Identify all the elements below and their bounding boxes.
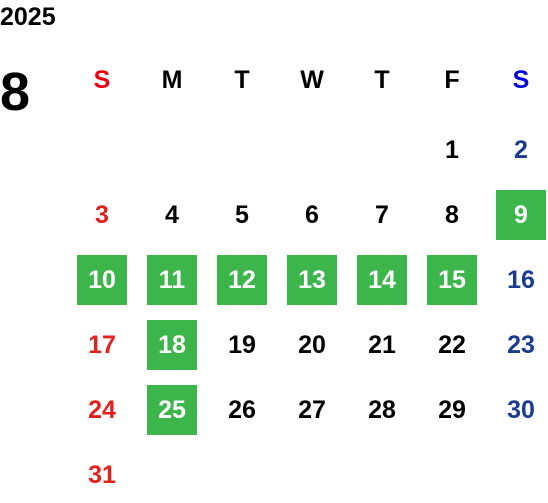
day-cell[interactable]: 4 xyxy=(165,200,179,229)
highlighted-day-cell[interactable]: 14 xyxy=(357,255,407,305)
calendar-year: 2025 xyxy=(0,3,56,31)
day-cell[interactable]: 29 xyxy=(438,395,466,424)
day-cell[interactable]: 6 xyxy=(305,200,319,229)
day-cell[interactable]: 20 xyxy=(298,330,326,359)
day-cell[interactable]: 24 xyxy=(88,395,116,424)
day-cell[interactable]: 16 xyxy=(507,265,535,294)
day-cell[interactable]: 28 xyxy=(368,395,396,424)
day-cell[interactable]: 31 xyxy=(88,460,116,489)
day-cell[interactable]: 30 xyxy=(507,395,535,424)
day-cell[interactable]: 2 xyxy=(514,135,528,164)
day-cell[interactable]: 8 xyxy=(445,200,459,229)
weekday-header: T xyxy=(374,65,390,94)
day-cell[interactable]: 3 xyxy=(95,200,109,229)
day-cell[interactable]: 22 xyxy=(438,330,466,359)
highlighted-day-cell[interactable]: 18 xyxy=(147,320,197,370)
day-cell[interactable]: 26 xyxy=(228,395,256,424)
weekday-header: S xyxy=(512,65,530,94)
calendar-month: 8 xyxy=(0,62,31,122)
day-cell[interactable]: 5 xyxy=(235,200,249,229)
weekday-header: M xyxy=(161,65,183,94)
weekday-header: W xyxy=(300,65,324,94)
weekday-header: T xyxy=(234,65,250,94)
day-cell[interactable]: 19 xyxy=(228,330,256,359)
weekday-header: F xyxy=(444,65,460,94)
day-cell[interactable]: 23 xyxy=(507,330,535,359)
day-cell[interactable]: 7 xyxy=(375,200,389,229)
highlighted-day-cell[interactable]: 15 xyxy=(427,255,477,305)
day-cell[interactable]: 27 xyxy=(298,395,326,424)
highlighted-day-cell[interactable]: 11 xyxy=(147,255,197,305)
day-cell[interactable]: 21 xyxy=(368,330,396,359)
highlighted-day-cell[interactable]: 12 xyxy=(217,255,267,305)
highlighted-day-cell[interactable]: 25 xyxy=(147,385,197,435)
highlighted-day-cell[interactable]: 13 xyxy=(287,255,337,305)
day-cell[interactable]: 17 xyxy=(88,330,116,359)
day-cell[interactable]: 1 xyxy=(445,135,459,164)
weekday-header: S xyxy=(93,65,111,94)
highlighted-day-cell[interactable]: 9 xyxy=(496,190,546,240)
highlighted-day-cell[interactable]: 10 xyxy=(77,255,127,305)
